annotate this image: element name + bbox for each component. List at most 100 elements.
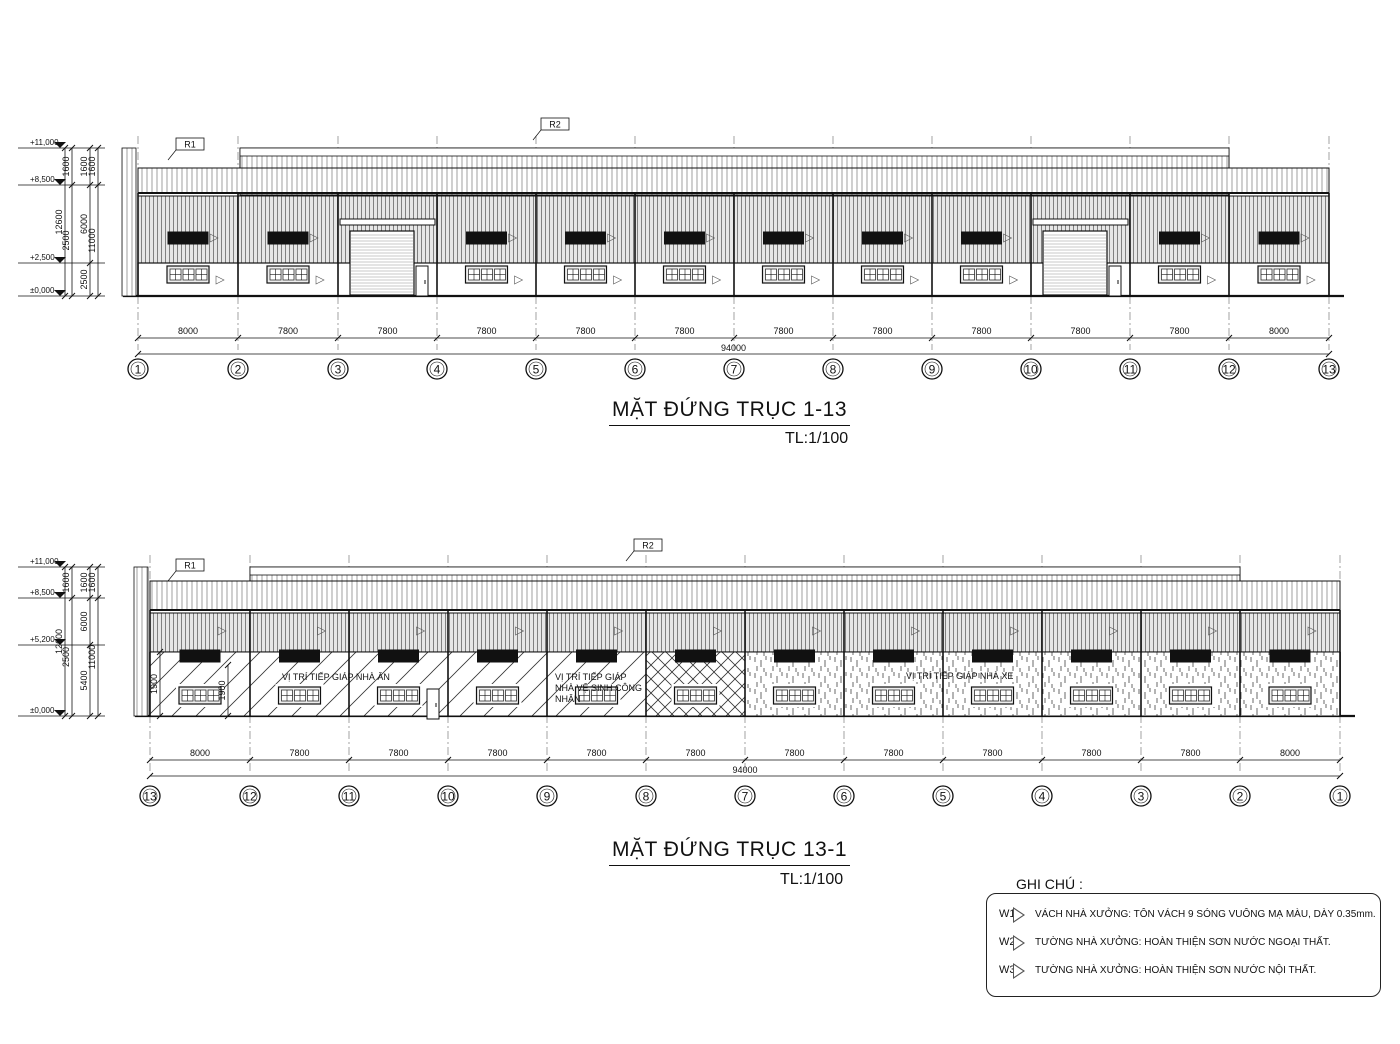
wall-tag [614,626,624,636]
high-window-band [1071,649,1112,663]
elevation-top-title: MẶT ĐỨNG TRỤC 1-13 [609,398,851,426]
notes-box: W1 VÁCH NHÀ XƯỞNG: TÔN VÁCH 9 SÓNG VUÔNG… [986,893,1381,997]
axis-label: 12 [1222,363,1236,377]
zone-label: NHÂN [555,694,581,704]
level-label: +2,500 [30,253,55,262]
dim-tick [86,563,94,571]
zone-label: VỊ TRÍ TIẾP GIÁP [555,672,627,682]
dim-tick [1137,756,1145,764]
high-window-band [167,231,209,245]
dim-tick [730,334,738,342]
dim-label: 12600 [54,629,64,654]
axis-bubble-inner [1133,788,1149,804]
level-label: +11,000 [30,557,59,566]
door-canopy [339,218,436,226]
high-window-band [1258,231,1300,245]
wall-tag [607,233,617,243]
dim-tick [94,181,102,189]
elevation-bottom-scale: TL:1/100 [780,871,844,888]
wall-tag [1009,275,1019,285]
dim-tick [94,712,102,720]
roller-door [1042,230,1108,296]
dim-label: 6000 [79,611,89,631]
axis-bubble-inner [1023,361,1039,377]
wall-tag [1109,626,1119,636]
axis-bubble-inner [341,788,357,804]
dim-tick [156,648,164,656]
note-code: W3 [999,964,1016,976]
dim-tick [840,756,848,764]
wall-tag-icon [1013,935,1025,951]
dim-tick [146,756,154,764]
dim-label: 11000 [87,228,97,252]
axis-label: 11 [343,790,356,804]
axis-label: 8 [643,790,650,804]
dim-label: 1600 [87,572,97,592]
level-marker [54,639,66,645]
wall-tag [910,275,920,285]
wall-tag [1307,626,1317,636]
axis-bubble-inner [429,361,445,377]
axis-bubble-inner [242,788,258,804]
dim-tick [433,334,441,342]
axis-label: 10 [441,790,455,804]
axis-bubble-inner [825,361,841,377]
axis-label: 11 [1124,363,1137,377]
axis-bubble-inner [142,788,158,804]
dim-tick [1325,334,1333,342]
dim-label: 2500 [61,647,71,667]
span-dim: 7800 [487,748,507,758]
dim-tick [61,144,69,152]
dim-tick [61,712,69,720]
dim-tick [61,292,69,300]
dim-tick [94,144,102,152]
axis-label: 6 [632,363,639,377]
zone-label: VỊ TRÍ TIẾP GIÁP NHÀ XE [906,671,1013,681]
dim-tick [939,756,947,764]
level-label: +11,000 [30,138,59,147]
axis-bubble-inner [230,361,246,377]
wall-tag-icon [1013,963,1025,979]
dim-tick [94,594,102,602]
axis-bubble-inner [528,361,544,377]
level-marker [54,290,66,296]
span-dim: 7800 [982,748,1002,758]
axis-label: 4 [434,363,441,377]
wall-tag [317,626,327,636]
level-label: ±0,000 [30,286,55,295]
dim-label: 1900 [217,680,227,700]
zone-label: NHÀ VỆ SINH CÔNG [555,683,642,693]
high-window-band [267,231,309,245]
span-dim: 7800 [377,326,397,336]
dim-tick [86,181,94,189]
wall-tag [514,275,524,285]
parapet-wall [149,580,1341,611]
gutter-top [239,147,1230,157]
axis-label: 13 [1322,363,1336,377]
dim-tick [532,334,540,342]
axis-label: 1 [1337,790,1344,804]
dim-tick [234,334,242,342]
door [426,688,440,720]
axis-bubble-inner [1332,788,1348,804]
dim-tick [829,334,837,342]
wall-tag [416,626,426,636]
axis-bubble-inner [1232,788,1248,804]
wall-tag [309,233,319,243]
dim-tick [86,292,94,300]
axis-label: 2 [235,363,242,377]
note-text: TƯỜNG NHÀ XƯỞNG: HOÀN THIỆN SƠN NƯỚC NGO… [1035,937,1331,948]
high-window-band [1159,231,1200,245]
dim-tick [1225,334,1233,342]
span-dim: 7800 [1180,748,1200,758]
dim-tick [334,334,342,342]
roof-tag-leader [532,129,542,141]
wall-tag [911,626,921,636]
high-window-band [774,649,815,663]
span-dim: 7800 [883,748,903,758]
wall-tag [1010,626,1020,636]
axis-label: 6 [841,790,848,804]
axis-label: 9 [929,363,936,377]
span-dim: 7800 [1070,326,1090,336]
